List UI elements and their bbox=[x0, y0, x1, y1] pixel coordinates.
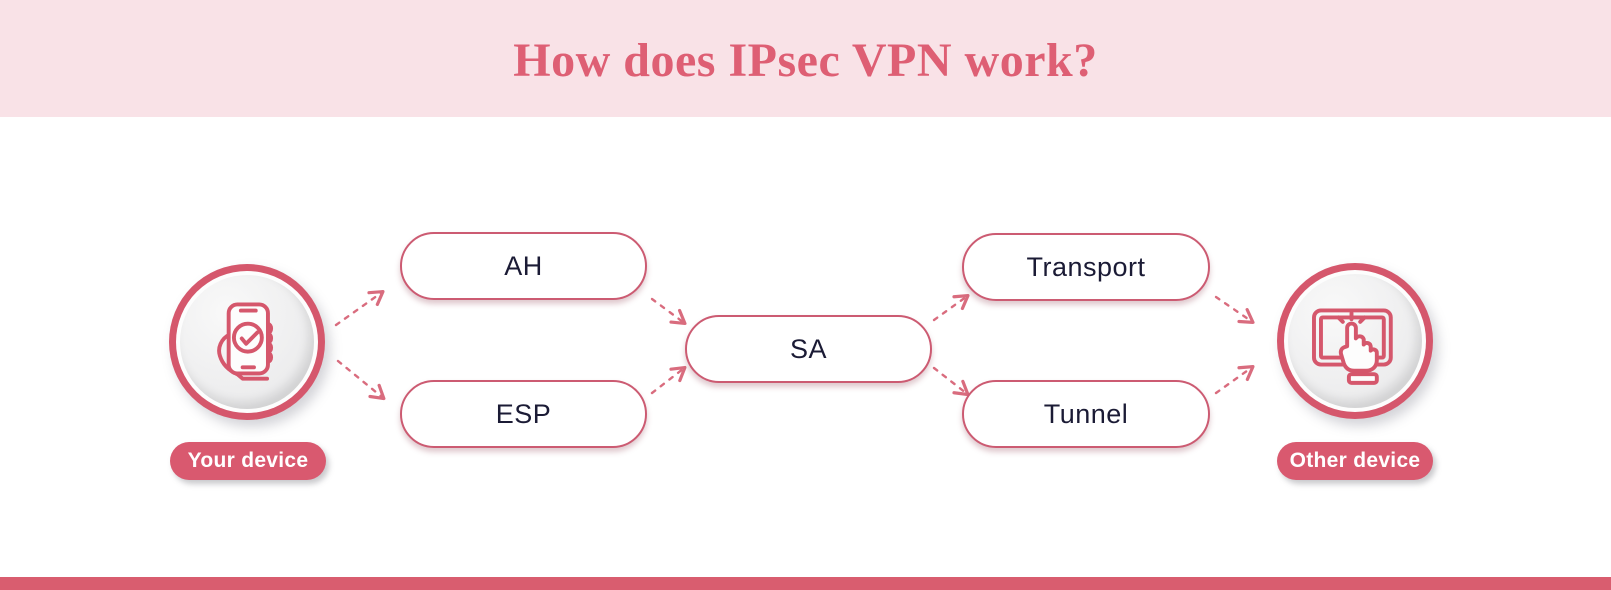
node-ah: AH bbox=[400, 232, 647, 300]
bottom-accent-bar bbox=[0, 577, 1611, 590]
your-device-badge-face bbox=[180, 275, 314, 409]
your-device-badge bbox=[169, 264, 325, 420]
arrow-sa-to-transport bbox=[932, 293, 970, 322]
node-sa-label: SA bbox=[789, 333, 828, 364]
other-device-label-text: Other device bbox=[1289, 449, 1421, 472]
arrow-transport-to-other-device bbox=[1214, 295, 1255, 324]
arrow-your-device-to-ah bbox=[334, 290, 385, 327]
your-device-label: Your device bbox=[170, 442, 326, 480]
arrow-tunnel-to-other-device bbox=[1214, 365, 1255, 395]
phone-check-icon bbox=[217, 302, 273, 381]
header-band: How does IPsec VPN work? bbox=[0, 0, 1611, 117]
your-device-label-text: Your device bbox=[187, 449, 309, 472]
node-tunnel-label: Tunnel bbox=[1043, 398, 1129, 429]
node-esp: ESP bbox=[400, 380, 647, 448]
tablet-touch-icon bbox=[1312, 308, 1393, 385]
other-device-badge-face bbox=[1288, 274, 1422, 408]
your-device-badge-ring bbox=[176, 271, 318, 413]
node-ah-label: AH bbox=[504, 250, 543, 281]
arrow-ah-to-sa bbox=[650, 297, 687, 326]
other-device-label: Other device bbox=[1277, 442, 1433, 480]
node-sa: SA bbox=[685, 315, 932, 383]
page-title: How does IPsec VPN work? bbox=[513, 34, 1098, 87]
node-transport: Transport bbox=[962, 233, 1210, 301]
other-device-badge bbox=[1277, 263, 1433, 419]
node-tunnel: Tunnel bbox=[962, 380, 1210, 448]
other-device-badge-ring bbox=[1284, 270, 1426, 412]
arrow-esp-to-sa bbox=[650, 365, 687, 395]
arrow-sa-to-tunnel bbox=[932, 366, 970, 397]
arrow-your-device-to-esp bbox=[336, 359, 386, 401]
node-transport-label: Transport bbox=[1026, 251, 1146, 282]
node-esp-label: ESP bbox=[495, 398, 552, 429]
